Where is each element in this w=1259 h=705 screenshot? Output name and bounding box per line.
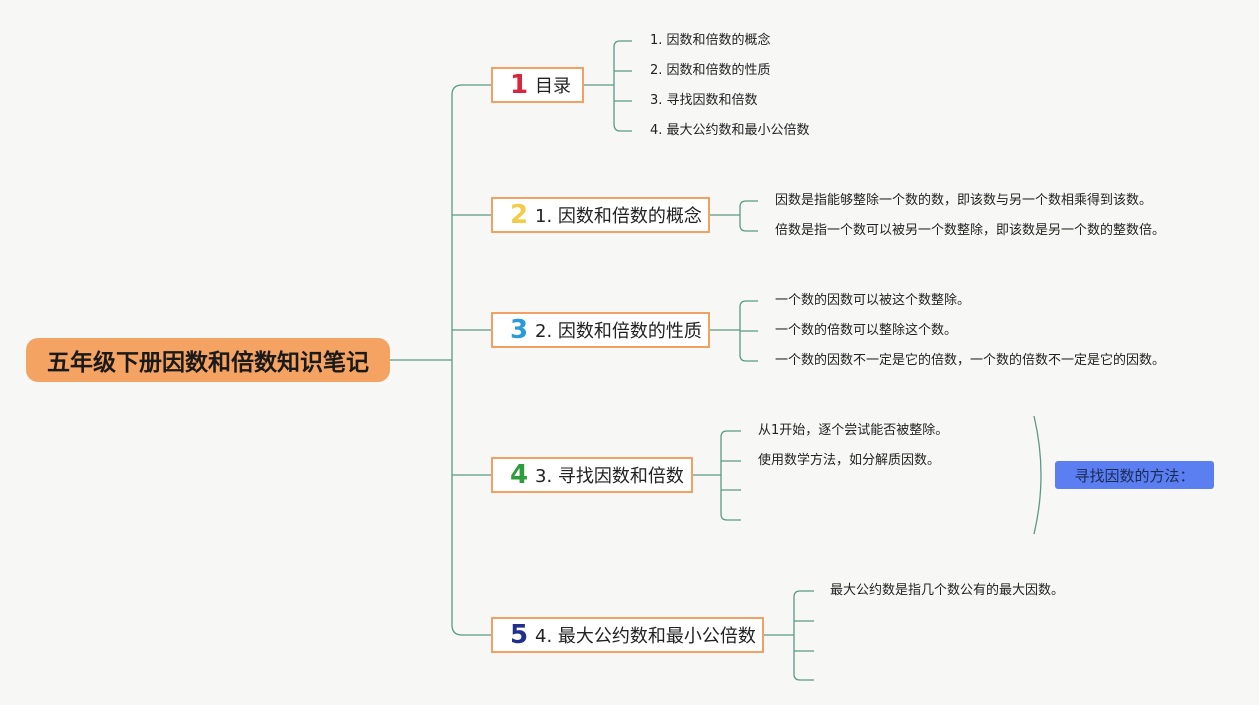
branch-gcd-lcm[interactable]: 5 4. 最大公约数和最小公倍数	[491, 617, 764, 653]
leaf-text[interactable]: 倍数是指一个数可以被另一个数整除，即该数是另一个数的整数倍。	[775, 223, 1166, 238]
leaf-text[interactable]: 4. 最大公约数和最小公倍数	[650, 123, 810, 138]
connector-b1-mid	[614, 70, 632, 102]
branch-finding[interactable]: 4 3. 寻找因数和倍数	[491, 457, 693, 493]
connector-b5-bracket	[793, 590, 814, 681]
leaf-text[interactable]: 2. 因数和倍数的性质	[650, 63, 771, 78]
branch-toc[interactable]: 1 目录	[491, 67, 584, 103]
leaf-text[interactable]: 最大公约数是指几个数公有的最大因数。	[830, 583, 1065, 598]
leaf-text[interactable]: 一个数的因数不一定是它的倍数，一个数的倍数不一定是它的因数。	[775, 353, 1166, 368]
number-3-icon: 3	[509, 315, 529, 345]
branch-properties[interactable]: 3 2. 因数和倍数的性质	[491, 312, 710, 348]
number-1-icon: 1	[509, 70, 529, 100]
branch-label: 2. 因数和倍数的性质	[535, 321, 702, 342]
connector-b4-bracket	[720, 430, 741, 521]
root-topic[interactable]: 五年级下册因数和倍数知识笔记	[26, 338, 390, 382]
leaf-text[interactable]: 3. 寻找因数和倍数	[650, 93, 758, 108]
leaf-text[interactable]: 一个数的因数可以被这个数整除。	[775, 293, 971, 308]
summary-label: 寻找因数的方法：	[1074, 466, 1195, 485]
number-4-icon: 4	[509, 460, 529, 490]
number-2-icon: 2	[509, 200, 529, 230]
connector-b5-mid	[794, 620, 814, 652]
summary-brace	[1033, 415, 1042, 535]
leaf-text[interactable]: 因数是指能够整除一个数的数，即该数与另一个数相乘得到该数。	[775, 193, 1153, 208]
connector-b1-bracket	[613, 40, 632, 132]
branch-label: 3. 寻找因数和倍数	[535, 466, 684, 487]
leaf-text[interactable]: 一个数的倍数可以整除这个数。	[775, 323, 958, 338]
connector-trunk	[451, 84, 491, 636]
branch-label: 1. 因数和倍数的概念	[535, 206, 702, 227]
root-title: 五年级下册因数和倍数知识笔记	[47, 350, 369, 376]
branch-label: 目录	[535, 76, 571, 97]
number-5-icon: 5	[509, 620, 529, 650]
summary-box[interactable]: 寻找因数的方法：	[1055, 461, 1214, 489]
connector-b2-bracket	[739, 200, 758, 232]
leaf-text[interactable]: 从1开始，逐个尝试能否被整除。	[758, 423, 949, 438]
connector-b4-mid	[721, 460, 741, 491]
leaf-text[interactable]: 使用数学方法，如分解质因数。	[758, 453, 941, 468]
branch-label: 4. 最大公约数和最小公倍数	[535, 626, 756, 647]
branch-concept[interactable]: 2 1. 因数和倍数的概念	[491, 197, 710, 233]
leaf-text[interactable]: 1. 因数和倍数的概念	[650, 33, 771, 48]
